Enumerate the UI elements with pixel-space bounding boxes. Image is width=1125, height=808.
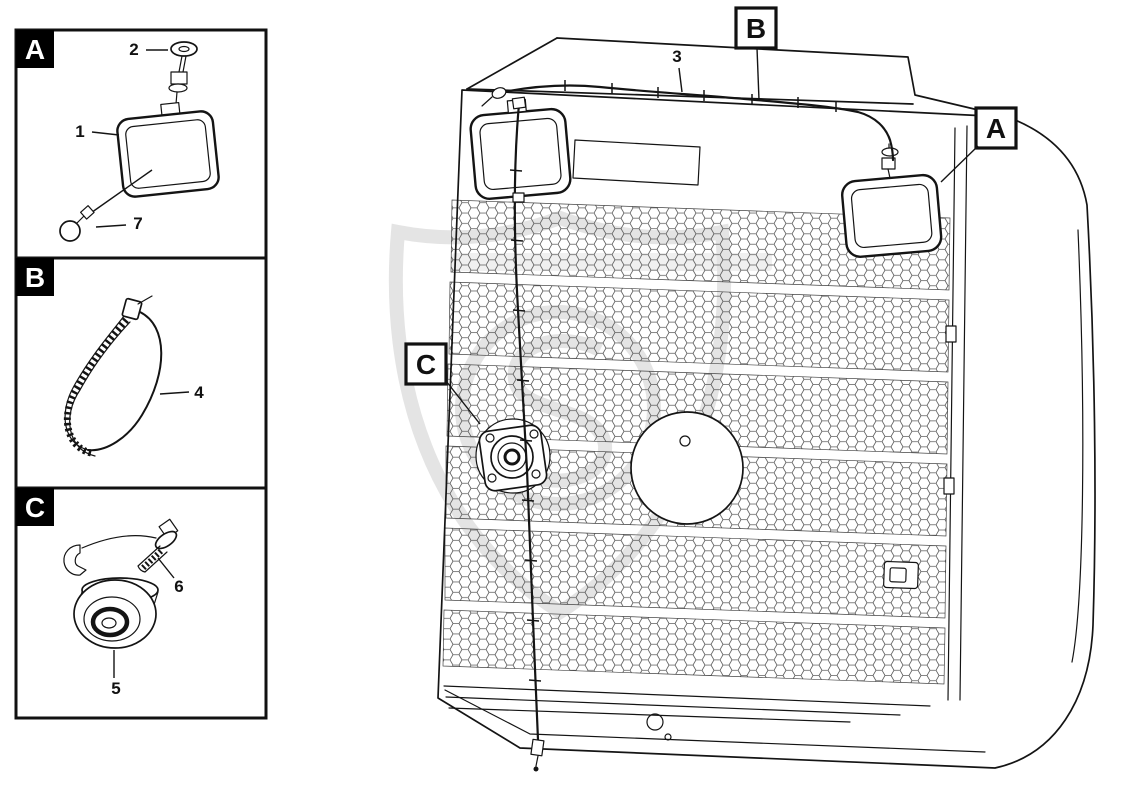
part-number-5: 5: [111, 679, 120, 698]
callout-letter-c: C: [416, 349, 436, 380]
part-number-3: 3: [672, 47, 681, 66]
door-handle: [883, 560, 919, 590]
lamp-assembly-drawing: 2 1 7: [59, 40, 220, 242]
part-number-6: 6: [174, 577, 183, 596]
harness-connector-left: [491, 87, 507, 99]
callout-letter-a: A: [986, 113, 1006, 144]
section-letter-a: A: [25, 34, 45, 65]
detail-section-c: C 6 5: [16, 488, 184, 698]
harness-clips-top: [564, 80, 837, 112]
part-number-1: 1: [75, 122, 84, 141]
cab-outline: [437, 37, 1096, 769]
detail-section-b: B 4: [16, 258, 204, 457]
callout-box-b: B: [734, 6, 778, 101]
grommet-drawing: 5: [73, 577, 159, 698]
wiring-harness: [481, 80, 895, 772]
label-plate: [572, 139, 701, 186]
callout-box-a: A: [940, 106, 1018, 183]
callout-letter-b: B: [746, 13, 766, 44]
part-number-4: 4: [194, 383, 204, 402]
part-number-2: 2: [129, 40, 138, 59]
section-label-box-c: [16, 488, 54, 526]
section-letter-c: C: [25, 492, 45, 523]
main-illustration: 3 B A C: [404, 6, 1096, 772]
panel-details: [443, 139, 931, 741]
harness-label-3: 3: [672, 47, 683, 93]
bolt-drawing: 6: [63, 518, 184, 596]
panel-grommet: [475, 418, 551, 494]
callout-box-c: C: [404, 342, 481, 425]
section-letter-b: B: [25, 262, 45, 293]
round-access-plate: [630, 411, 744, 525]
detail-panel: A 2 1: [14, 28, 268, 720]
part-number-7: 7: [133, 214, 142, 233]
detail-section-a: A 2 1: [16, 30, 220, 242]
cable-tie-drawing: 4: [63, 295, 204, 457]
bottom-louvers: [443, 685, 931, 723]
section-label-box-b: [16, 258, 54, 296]
section-label-box-a: [16, 30, 54, 68]
left-work-lamp: [469, 98, 572, 200]
lamp-mount-bolt: [881, 143, 899, 179]
harness-clips-drop: [509, 169, 542, 682]
harness-connector-bottom: [530, 738, 545, 772]
right-work-lamp: [841, 143, 943, 258]
